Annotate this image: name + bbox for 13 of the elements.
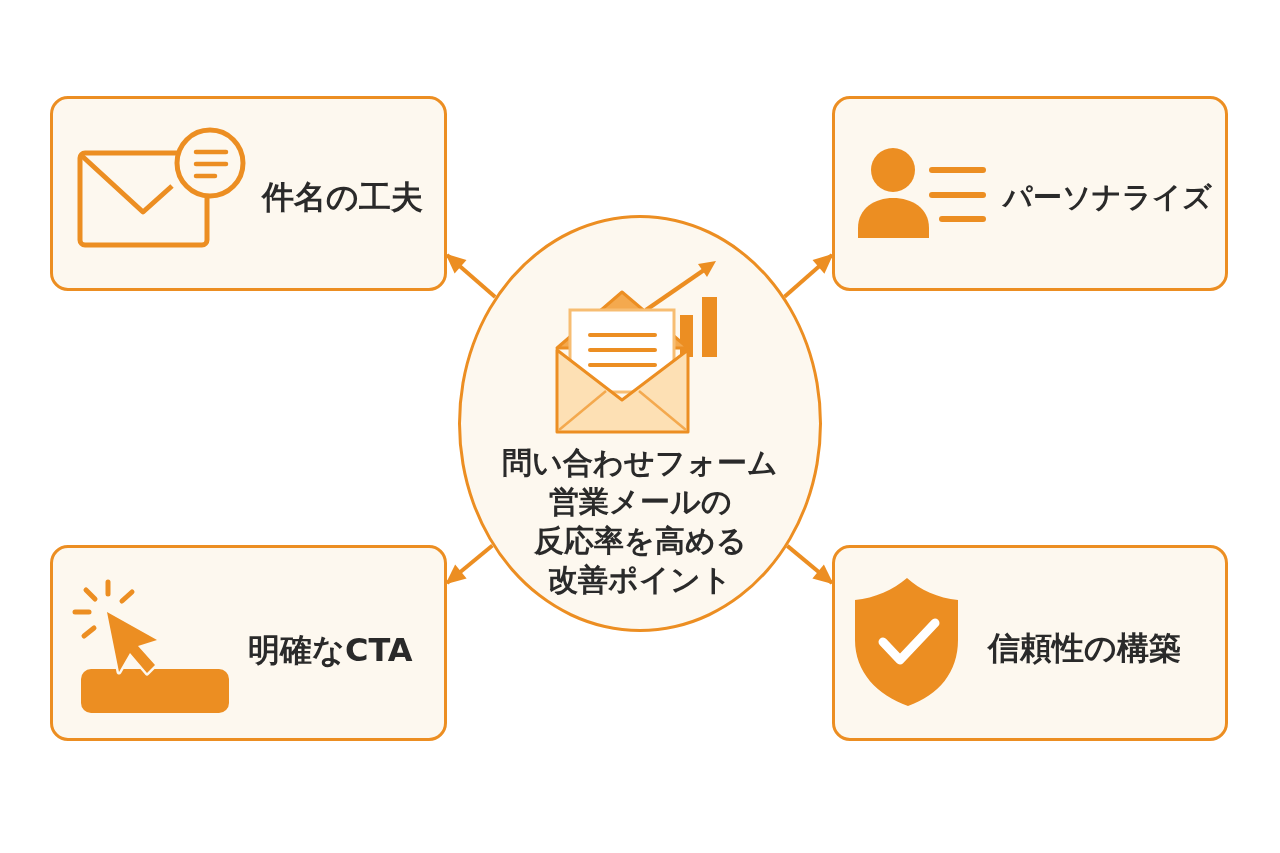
- rounded-box: [832, 96, 1228, 291]
- node-label: 信頼性の構築: [988, 628, 1181, 668]
- arrow: [786, 544, 834, 585]
- arrow: [445, 253, 497, 299]
- node-label: パーソナライズ: [1003, 179, 1212, 216]
- node-label: 件名の工夫: [262, 177, 423, 217]
- rounded-box: [832, 545, 1228, 741]
- rounded-box: [50, 545, 447, 741]
- node-label: 明確なCTA: [248, 630, 413, 670]
- node-label: 問い合わせフォーム営業メールの反応率を高める改善ポイント: [502, 444, 778, 599]
- rounded-box: [50, 96, 447, 291]
- arrow: [783, 253, 834, 299]
- arrow: [445, 543, 494, 585]
